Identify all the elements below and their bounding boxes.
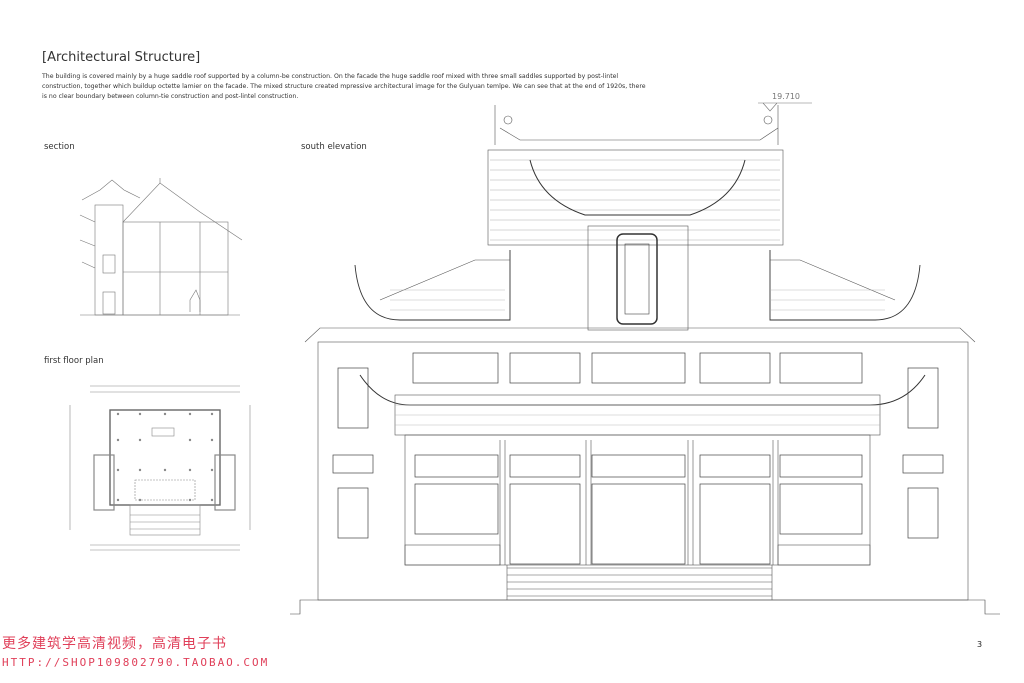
section-drawing <box>79 178 243 316</box>
section-label: section <box>44 142 75 152</box>
elevation-height-marker: 19.710 <box>772 92 800 101</box>
south-elevation-drawing <box>290 102 1000 615</box>
elevation-label: south elevation <box>301 142 367 152</box>
floor-plan-label: first floor plan <box>44 356 104 366</box>
page-number: 3 <box>977 640 983 649</box>
plaque-icon <box>616 233 658 325</box>
watermark-url: HTTP://SHOP109802790.TAOBAO.COM <box>2 656 270 669</box>
watermark-text: 更多建筑学高清视频，高清电子书 <box>2 636 227 652</box>
floor-plan-drawing <box>69 385 251 551</box>
description-paragraph: The building is covered mainly by a huge… <box>42 73 646 100</box>
page-title: [Architectural Structure] <box>42 50 201 65</box>
